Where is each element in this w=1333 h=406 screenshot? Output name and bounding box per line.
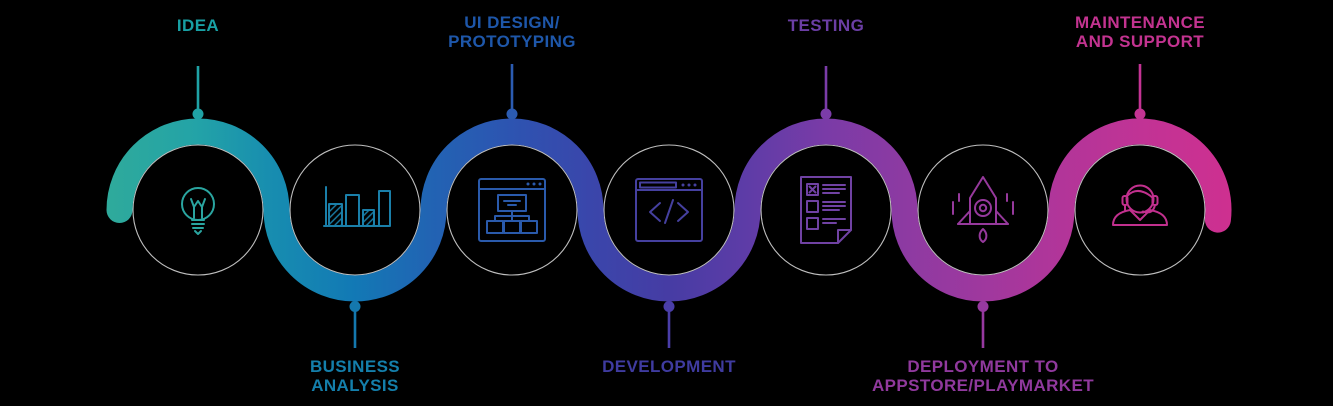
stage-label-testing: TESTING	[787, 16, 865, 35]
stage-label-idea: IDEA	[176, 16, 220, 35]
rocket-icon	[952, 176, 1014, 243]
stage-circle-business-analysis	[289, 144, 421, 276]
testing-stem-dot	[820, 108, 832, 120]
stage-business-analysis	[323, 186, 391, 348]
development-stem-dot	[663, 301, 675, 312]
business-analysis-stem-dot	[349, 301, 361, 312]
stage-rings	[132, 144, 1206, 276]
stage-development	[635, 178, 703, 348]
headset-person-icon	[1112, 184, 1168, 226]
stage-circle-development	[603, 144, 735, 276]
deployment-stem-dot	[977, 301, 989, 312]
stage-deployment	[952, 176, 1014, 348]
maintenance-stem-dot	[1134, 108, 1146, 120]
stage-maintenance	[1112, 64, 1168, 226]
stage-circle-deployment	[917, 144, 1049, 276]
stage-circle-ui-design	[446, 144, 578, 276]
process-ribbon	[106, 118, 1232, 302]
stage-circle-maintenance	[1074, 144, 1206, 276]
code-browser-icon	[635, 178, 703, 242]
idea-stem-dot	[192, 108, 204, 120]
ui-design-stem-dot	[506, 108, 518, 120]
checklist-icon	[800, 176, 852, 244]
stage-circle-idea	[132, 144, 264, 276]
sitemap-browser-icon	[478, 178, 546, 242]
bar-chart-icon	[323, 186, 391, 227]
lightbulb-icon	[181, 187, 215, 235]
stage-ui-design	[478, 64, 546, 242]
stage-idea	[181, 66, 215, 235]
stage-circle-testing	[760, 144, 892, 276]
stage-testing	[800, 66, 852, 244]
stage-label-development: DEVELOPMENT	[602, 357, 736, 376]
stage-label-ui-design: UI DESIGN/PROTOTYPING	[448, 13, 576, 51]
